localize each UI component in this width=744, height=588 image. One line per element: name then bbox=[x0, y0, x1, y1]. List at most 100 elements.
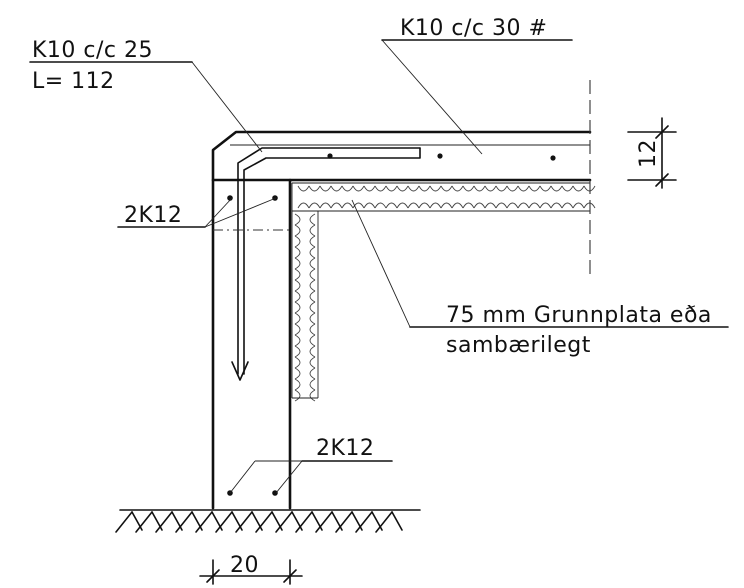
insulation-loop bbox=[352, 202, 365, 209]
insulation-loop bbox=[418, 202, 431, 209]
dimension-slab bbox=[627, 117, 677, 189]
insulation-loop bbox=[294, 367, 301, 380]
insulation-loop bbox=[294, 356, 301, 369]
insulation-loop bbox=[294, 224, 301, 237]
wall-bars-bottom bbox=[227, 490, 278, 496]
insulation-loop bbox=[407, 202, 420, 209]
rebar-dot bbox=[437, 153, 443, 159]
insulation-vertical bbox=[294, 213, 316, 402]
insulation-loop bbox=[309, 301, 316, 314]
leader-lines bbox=[29, 39, 729, 494]
rebar-dot bbox=[550, 155, 556, 161]
insulation-loop bbox=[308, 202, 321, 209]
insulation-border bbox=[291, 182, 590, 399]
insulation-loop bbox=[297, 202, 310, 209]
insulation-loop bbox=[294, 268, 301, 281]
centerlines bbox=[213, 80, 591, 280]
insulation-loop bbox=[309, 312, 316, 325]
insulation-loop bbox=[385, 185, 398, 192]
insulation-loop bbox=[572, 185, 585, 192]
ground bbox=[115, 509, 421, 533]
label-2k12-bottom: 2K12 bbox=[316, 436, 374, 461]
insulation-loop bbox=[550, 202, 563, 209]
insulation-loop bbox=[309, 246, 316, 259]
insulation-loop bbox=[309, 389, 316, 402]
insulation-loop bbox=[440, 185, 453, 192]
insulation-loop bbox=[309, 334, 316, 347]
insulation-loop bbox=[517, 185, 530, 192]
insulation-loop bbox=[440, 202, 453, 209]
label-dim-slab: 12 bbox=[636, 139, 661, 168]
ground-hatch bbox=[135, 511, 153, 533]
insulation-loop bbox=[517, 202, 530, 209]
insulation-loop bbox=[309, 257, 316, 270]
ground-hatch bbox=[215, 511, 233, 533]
ground-hatch bbox=[255, 511, 273, 533]
insulation-loop bbox=[495, 202, 508, 209]
insulation-loop bbox=[330, 185, 343, 192]
ground-hatch bbox=[295, 511, 313, 533]
ground-hatch bbox=[235, 511, 253, 533]
ground-hatch bbox=[375, 511, 393, 533]
insulation-loop bbox=[451, 185, 464, 192]
ground-hatch bbox=[155, 511, 173, 533]
insulation-loop bbox=[294, 301, 301, 314]
insulation-loop bbox=[473, 202, 486, 209]
insulation-loop bbox=[294, 334, 301, 347]
insulation-loop bbox=[528, 185, 541, 192]
insulation-loop bbox=[309, 345, 316, 358]
insulation-loop bbox=[294, 378, 301, 391]
insulation-loop bbox=[294, 246, 301, 259]
insulation-loop bbox=[462, 202, 475, 209]
insulation-loop bbox=[484, 185, 497, 192]
insulation-horizontal bbox=[297, 185, 596, 209]
insulation-loop bbox=[473, 185, 486, 192]
ground-hatch bbox=[391, 511, 403, 531]
insulation-loop bbox=[294, 389, 301, 402]
label-insulation: 75 mm Grunnplata eða bbox=[446, 303, 712, 328]
insulation-loop bbox=[309, 235, 316, 248]
ground-hatch bbox=[115, 511, 133, 533]
insulation-loop bbox=[484, 202, 497, 209]
insulation-loop bbox=[385, 202, 398, 209]
label-length: L= 112 bbox=[32, 69, 115, 94]
insulation-loop bbox=[309, 290, 316, 303]
insulation-loop bbox=[506, 202, 519, 209]
insulation-loop bbox=[550, 185, 563, 192]
label-k10-cc30: K10 c/c 30 # bbox=[400, 16, 547, 41]
rebar-dot bbox=[272, 490, 278, 496]
rebar-dot bbox=[327, 153, 333, 159]
insulation-loop bbox=[319, 202, 332, 209]
insulation-loop bbox=[294, 345, 301, 358]
insulation-loop bbox=[294, 257, 301, 270]
insulation-loop bbox=[341, 185, 354, 192]
insulation-loop bbox=[506, 185, 519, 192]
label-k10-cc25: K10 c/c 25 bbox=[32, 38, 153, 63]
insulation-loop bbox=[309, 356, 316, 369]
insulation-loop bbox=[309, 224, 316, 237]
insulation-loop bbox=[363, 202, 376, 209]
insulation-loop bbox=[294, 279, 301, 292]
insulation-loop bbox=[309, 279, 316, 292]
insulation-loop bbox=[294, 323, 301, 336]
hook-bar-k10 bbox=[231, 147, 421, 381]
insulation-loop bbox=[294, 312, 301, 325]
insulation-loop bbox=[539, 185, 552, 192]
insulation-loop bbox=[294, 290, 301, 303]
insulation-loop bbox=[319, 185, 332, 192]
ground-hatch bbox=[315, 511, 333, 533]
ground-hatch bbox=[275, 511, 293, 533]
insulation-loop bbox=[561, 202, 574, 209]
ground-hatch bbox=[175, 511, 193, 533]
insulation-loop bbox=[429, 202, 442, 209]
insulation-loop bbox=[297, 185, 310, 192]
label-insulation-alt: sambærilegt bbox=[446, 333, 591, 358]
insulation-loop bbox=[561, 185, 574, 192]
insulation-loop bbox=[309, 367, 316, 380]
insulation-loop bbox=[462, 185, 475, 192]
ground-hatch bbox=[195, 511, 213, 533]
insulation-loop bbox=[407, 185, 420, 192]
insulation-loop bbox=[528, 202, 541, 209]
insulation-loop bbox=[374, 185, 387, 192]
